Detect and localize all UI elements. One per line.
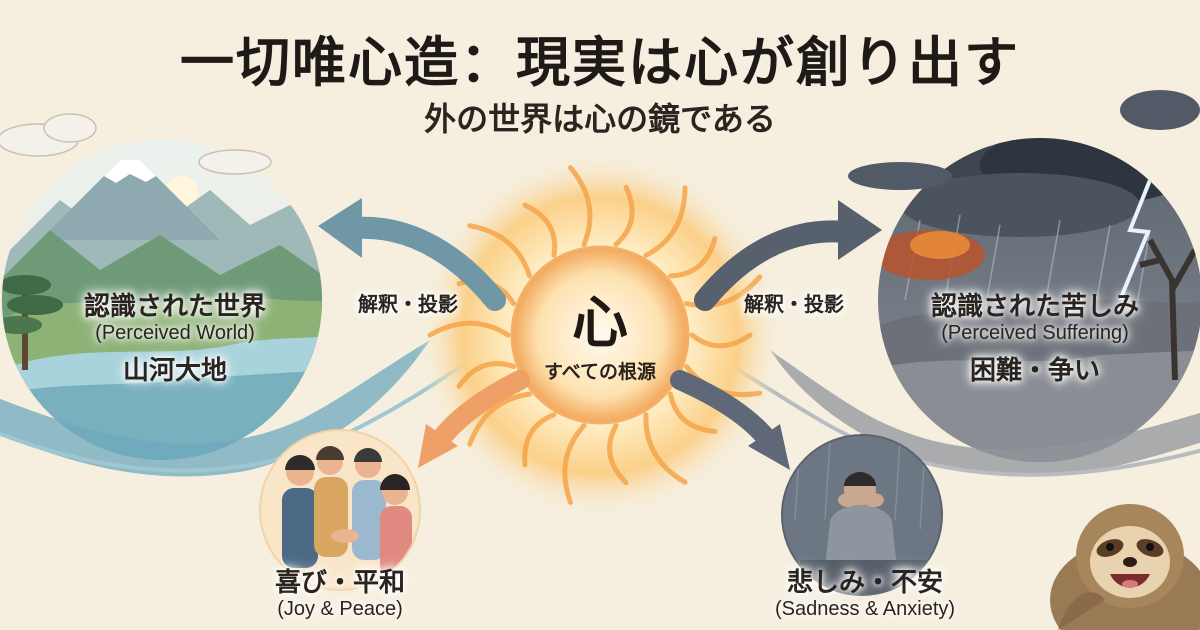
sun-ray xyxy=(667,391,718,434)
sun-ray xyxy=(689,332,753,349)
sadness-jp: 悲しみ・不安 xyxy=(786,568,943,598)
perceived-suffering-scene xyxy=(728,90,1200,477)
arrow-to-world xyxy=(318,198,506,311)
sun-ray xyxy=(456,361,517,389)
arrow-to-sadness xyxy=(670,370,790,470)
sloth-mascot-icon xyxy=(1050,504,1200,630)
sun-ray xyxy=(683,274,763,308)
perceived-suffering-jp: 認識された苦しみ xyxy=(930,292,1139,322)
page-title: 一切唯心造：現実は心が創り出す xyxy=(180,31,1020,94)
arrow-to-suffering xyxy=(694,200,882,311)
center-caption: すべての根源 xyxy=(544,360,656,383)
sun-ray xyxy=(522,202,558,258)
sun-ray xyxy=(467,223,533,279)
perceived-world-sub: 山河大地 xyxy=(122,356,227,386)
sun-ray xyxy=(643,185,688,258)
perceived-suffering-sub: 困難・争い xyxy=(969,356,1100,386)
right-arrow-label: 解釈・投影 xyxy=(744,292,844,316)
page-subtitle: 外の世界は心の鏡である xyxy=(424,100,776,138)
sun-ray xyxy=(567,165,593,247)
perceived-world-jp: 認識された世界 xyxy=(83,292,266,322)
sun-ray xyxy=(607,423,629,486)
sun-ray xyxy=(427,320,511,338)
sun-ray xyxy=(522,412,557,468)
center-kanji: 心 xyxy=(572,290,628,356)
mind-sun xyxy=(415,150,785,520)
sun-ray xyxy=(643,412,688,485)
joy-en: (Joy & Peace) xyxy=(277,598,403,620)
left-arrow-label: 解釈・投影 xyxy=(358,292,458,316)
arrow-to-joy xyxy=(418,370,530,468)
perceived-world-scene xyxy=(0,113,472,477)
sun-ray xyxy=(613,184,635,247)
sun-ray xyxy=(467,391,533,447)
perceived-suffering-en: (Perceived Suffering) xyxy=(941,322,1129,344)
perceived-world-en: (Perceived World) xyxy=(95,322,255,344)
sun-ray xyxy=(667,236,718,279)
sun-ray xyxy=(562,423,587,505)
joy-jp: 喜び・平和 xyxy=(274,568,405,598)
joy-scene xyxy=(259,429,421,591)
sadness-en: (Sadness & Anxiety) xyxy=(774,598,956,620)
